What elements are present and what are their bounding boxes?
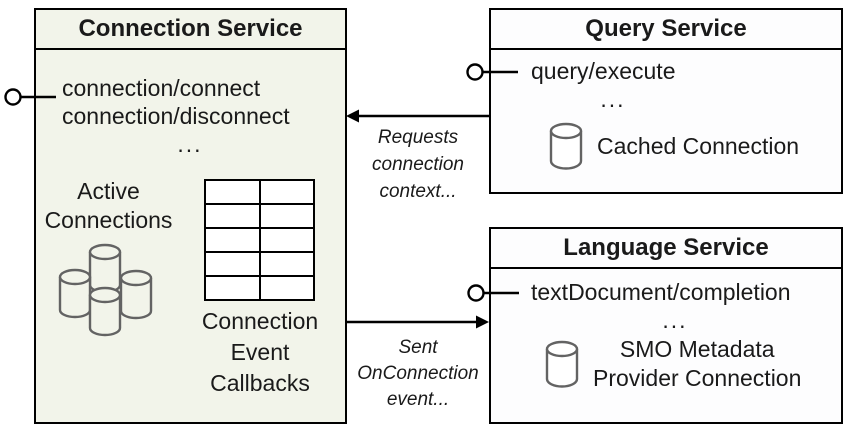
- table-cell: [260, 205, 313, 227]
- language-service-box: Language Service textDocument/completion…: [489, 227, 843, 424]
- table-cell: [260, 229, 313, 251]
- connection-service-title: Connection Service: [36, 10, 345, 50]
- smo-label-line2: Provider Connection: [593, 365, 802, 391]
- method-connection-disconnect: connection/disconnect: [62, 103, 290, 129]
- database-cylinder-icon: [545, 340, 579, 388]
- requests-label-line3: context...: [379, 181, 457, 202]
- smo-metadata-row: SMO Metadata Provider Connection: [544, 335, 801, 393]
- arrow-requests-connection-context: [346, 109, 489, 123]
- table-cell: [206, 229, 259, 251]
- sent-label-line3: event...: [386, 389, 450, 410]
- callbacks-label-line1: Connection: [201, 308, 319, 334]
- callbacks-label-line3: Callbacks: [210, 370, 310, 396]
- query-service-box: Query Service query/execute ... Cached C…: [489, 8, 843, 194]
- methods-ellipsis: ...: [600, 86, 626, 112]
- table-cell: [260, 277, 313, 299]
- table-cell: [206, 181, 259, 203]
- table-cell: [206, 277, 259, 299]
- active-connections-line1: Active: [77, 178, 140, 204]
- sent-label-line1: Sent: [398, 337, 438, 358]
- language-service-title: Language Service: [491, 229, 841, 269]
- connection-service-box: Connection Service connection/connect co…: [34, 8, 347, 424]
- sent-label-line2: OnConnection: [357, 363, 479, 384]
- language-service-methods: textDocument/completion ...: [531, 278, 819, 334]
- requests-connection-context-label: Requests connection context...: [346, 124, 490, 205]
- callbacks-table: [204, 179, 315, 301]
- cached-connection-label: Cached Connection: [597, 132, 800, 159]
- arrow-sent-onconnection-event: [347, 315, 489, 329]
- smo-metadata-label: SMO Metadata Provider Connection: [593, 335, 801, 393]
- table-cell: [260, 253, 313, 275]
- table-cell: [260, 181, 313, 203]
- methods-ellipsis: ...: [662, 307, 688, 333]
- connection-service-methods: connection/connect connection/disconnect…: [62, 74, 318, 158]
- active-connections-line2: Connections: [44, 207, 173, 233]
- requests-label-line2: connection: [372, 154, 464, 175]
- query-service-title: Query Service: [491, 10, 841, 50]
- table-cell: [206, 253, 259, 275]
- active-connections-label: Active Connections: [41, 177, 176, 235]
- method-textdocument-completion: textDocument/completion: [531, 279, 791, 305]
- smo-label-line1: SMO Metadata: [619, 336, 775, 362]
- database-cluster-icon: [58, 243, 153, 337]
- database-cylinder-icon: [549, 122, 583, 170]
- cached-connection-row: Cached Connection: [548, 122, 799, 170]
- connection-event-callbacks-label: Connection Event Callbacks: [187, 306, 333, 399]
- table-cell: [206, 205, 259, 227]
- query-service-methods: query/execute ...: [531, 57, 695, 113]
- callbacks-label-line2: Event: [230, 339, 290, 365]
- requests-label-line1: Requests: [377, 127, 459, 148]
- methods-ellipsis: ...: [177, 131, 203, 157]
- method-connection-connect: connection/connect: [62, 75, 261, 101]
- sent-onconnection-event-label: Sent OnConnection event...: [346, 335, 490, 413]
- method-query-execute: query/execute: [531, 58, 676, 84]
